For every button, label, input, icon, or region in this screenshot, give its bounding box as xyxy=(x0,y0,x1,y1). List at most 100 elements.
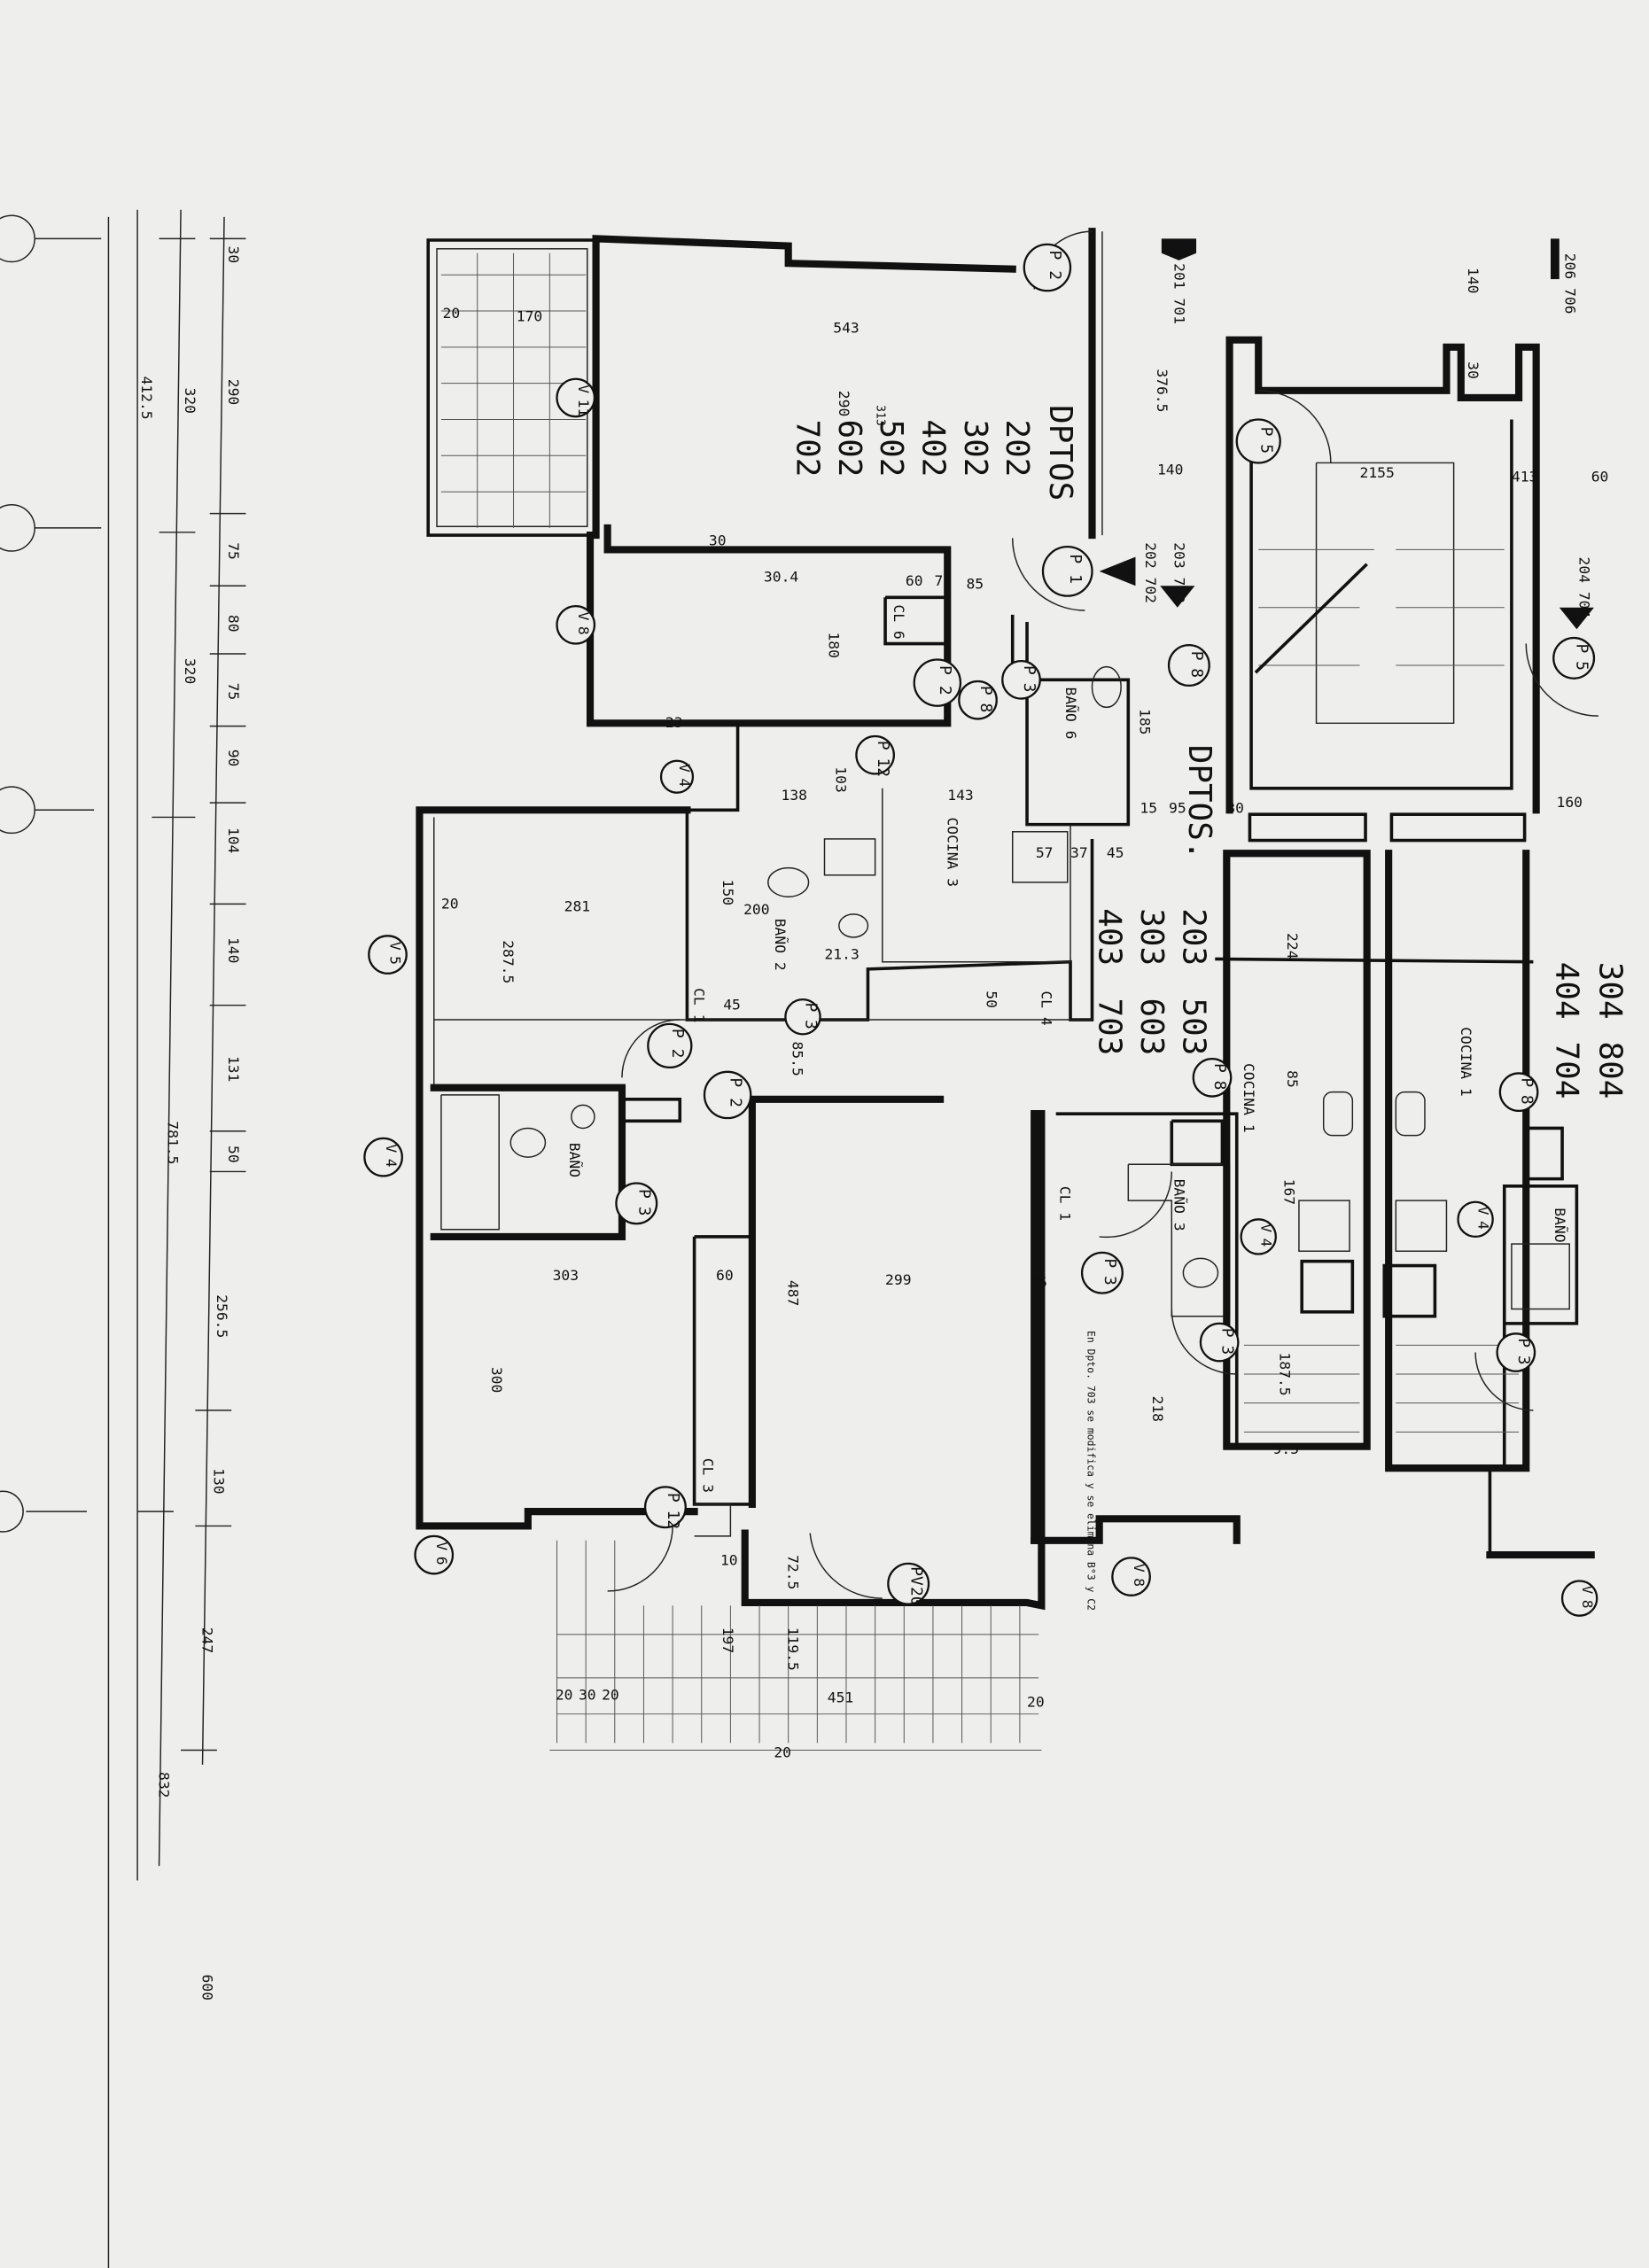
unit-number: 304 xyxy=(1591,962,1628,1020)
dimension-label: 313 xyxy=(873,405,886,426)
door-tag-letter: P xyxy=(664,1493,682,1503)
window-tag-letter: V xyxy=(1579,1585,1596,1594)
dimension-label: 320 xyxy=(182,388,198,414)
dimension-label: 30 xyxy=(225,246,242,264)
door-tag-letter: P xyxy=(1257,427,1276,437)
dimension-label: 103 xyxy=(833,766,850,792)
unit-number: 804 xyxy=(1591,1042,1628,1099)
door-tag-letter: P xyxy=(726,1077,744,1087)
dimension-label: 85 xyxy=(966,575,984,592)
dimension-label: 413 xyxy=(1512,469,1537,485)
dimension-label: 600 xyxy=(199,1975,216,2000)
dimension-label: 256.5 xyxy=(214,1294,230,1338)
dimension-label: 170 xyxy=(517,307,542,324)
terrace-hatching xyxy=(440,252,1520,1751)
room-labels: COCINA 3 COCINA 1 COCINA 1 BAÑO 6 BAÑO 2… xyxy=(566,604,1568,1493)
dimension-label: 30 xyxy=(1226,800,1244,817)
dimension-label: 57 xyxy=(1036,844,1054,861)
room-label-cocina-3: COCINA 3 xyxy=(944,817,961,887)
axis-circle xyxy=(0,504,35,552)
dimension-label: 20 xyxy=(774,1744,791,1761)
unit-number: 702 xyxy=(789,419,825,477)
units-title: DPTOS. xyxy=(1181,745,1217,860)
plan-dimensions: 20 170 543 290 313 376.5 140 30 30.4 60 … xyxy=(441,268,1608,1761)
dimension-label: 60 xyxy=(716,1267,734,1284)
section-mark-labels: 201 701 202 702 203 703 204 704 206 706 xyxy=(1142,253,1593,618)
axis-markers xyxy=(0,214,102,1533)
unit-number: 402 xyxy=(915,419,952,477)
room-label-cl-3: CL 3 xyxy=(699,1458,716,1493)
dimension-label: 290 xyxy=(836,391,852,416)
unit-number: 404 xyxy=(1549,962,1585,1020)
dimension-label: 187.5 xyxy=(1277,1353,1294,1396)
dimension-label: 9.5 xyxy=(1273,1441,1299,1457)
window-tag-number: 4 xyxy=(383,1159,400,1168)
door-tag-letter: P xyxy=(976,686,995,695)
dimension-label: 7 xyxy=(935,572,944,589)
window-tag-number: 8 xyxy=(575,626,592,635)
room-label-bano-2: BAÑO 2 xyxy=(772,919,789,971)
axis-circle xyxy=(0,1490,24,1533)
dimension-label: 75 xyxy=(225,542,242,560)
door-tag-letter: P xyxy=(1066,554,1085,563)
dimension-label: 140 xyxy=(1157,462,1183,478)
window-tags: V11 V8 V5 V4 V6 V8 V4 V8 V4 V4 xyxy=(363,377,1598,1617)
dimension-label: 20 xyxy=(556,1686,573,1703)
door-tag-number: 8 xyxy=(1187,668,1206,678)
dimension-label: 30.4 xyxy=(764,568,798,585)
section-arrows xyxy=(1099,238,1594,630)
window-tag-letter: V xyxy=(1474,1207,1491,1216)
fixtures xyxy=(509,665,1570,1318)
dimension-label: 204 704 xyxy=(1576,557,1593,618)
dimension-label: 85 xyxy=(1284,1070,1301,1088)
dimension-label: 20 xyxy=(443,305,461,322)
dimension-label: 45 xyxy=(1107,844,1124,861)
window-tag-number: 8 xyxy=(1131,1578,1147,1587)
door-tag-letter: P xyxy=(936,665,954,675)
window-tag-letter: V xyxy=(383,1144,400,1153)
dimension-label: 180 xyxy=(825,632,842,657)
dimension-label: 10 xyxy=(720,1552,738,1569)
unit-number: 203 xyxy=(1175,908,1211,966)
door-tag-number: 1 xyxy=(1066,574,1085,584)
window-tag-letter: V xyxy=(433,1542,450,1550)
room-label-bano: BAÑO xyxy=(566,1143,583,1177)
dimension-label: 287.5 xyxy=(500,940,517,983)
door-tag-number: 3 xyxy=(1217,1345,1236,1355)
window-tag-number: 4 xyxy=(1258,1239,1275,1247)
door-tag-number: 3 xyxy=(1514,1355,1533,1365)
dimension-label: 30 xyxy=(709,532,727,549)
room-label-bano-3: BAÑO 3 xyxy=(1171,1179,1188,1231)
window-tag-letter: V xyxy=(387,942,404,951)
unit-number: 704 xyxy=(1549,1042,1585,1099)
door-tags: P2 P1 P2 P3 P8 P12 P2 P2 P3 P3 P3 P8 P8 … xyxy=(615,243,1596,1606)
dimension-label: 2155 xyxy=(1360,464,1395,481)
dimension-label: 487 xyxy=(785,1280,802,1306)
dimension-label: 320 xyxy=(182,658,198,684)
dimension-label: 20 xyxy=(1027,1694,1045,1711)
unit-label-right: DPTOS. 203 303 403 503 603 703 xyxy=(1092,745,1217,1056)
door-tag-letter: P xyxy=(1187,651,1206,661)
walls xyxy=(416,228,1595,1611)
door-tag-number: 8 xyxy=(1517,1095,1536,1105)
dimension-label: 60 xyxy=(906,572,923,589)
door-tag-number: 12 xyxy=(874,758,892,778)
dimension-label: 451 xyxy=(828,1689,853,1706)
room-label-cocina-1: COCINA 1 xyxy=(1241,1063,1257,1133)
window-tag-letter: V xyxy=(1131,1564,1147,1573)
dimension-label: 140 xyxy=(1465,268,1482,293)
window-tag-number: 4 xyxy=(676,778,693,787)
modification-note: En Dpto. 703 se modifica y se elimina B°… xyxy=(1085,1331,1098,1611)
dimension-label: 160 xyxy=(1557,794,1583,811)
dimension-label: 303 xyxy=(553,1267,579,1284)
unit-number: 703 xyxy=(1092,998,1128,1056)
door-tag-number: 3 xyxy=(1020,683,1038,693)
dimension-label: 50 xyxy=(983,990,1000,1008)
dimension-label: 131 xyxy=(225,1056,242,1082)
unit-number: 202 xyxy=(999,419,1035,477)
door-tag-number: 5 xyxy=(1572,661,1591,671)
unit-label-far: 404 704 304 804 xyxy=(1549,962,1629,1099)
dimension-label: 185 xyxy=(1136,709,1153,734)
units-title: DPTOS xyxy=(1042,405,1078,501)
dimension-label: 203 703 xyxy=(1171,542,1188,603)
